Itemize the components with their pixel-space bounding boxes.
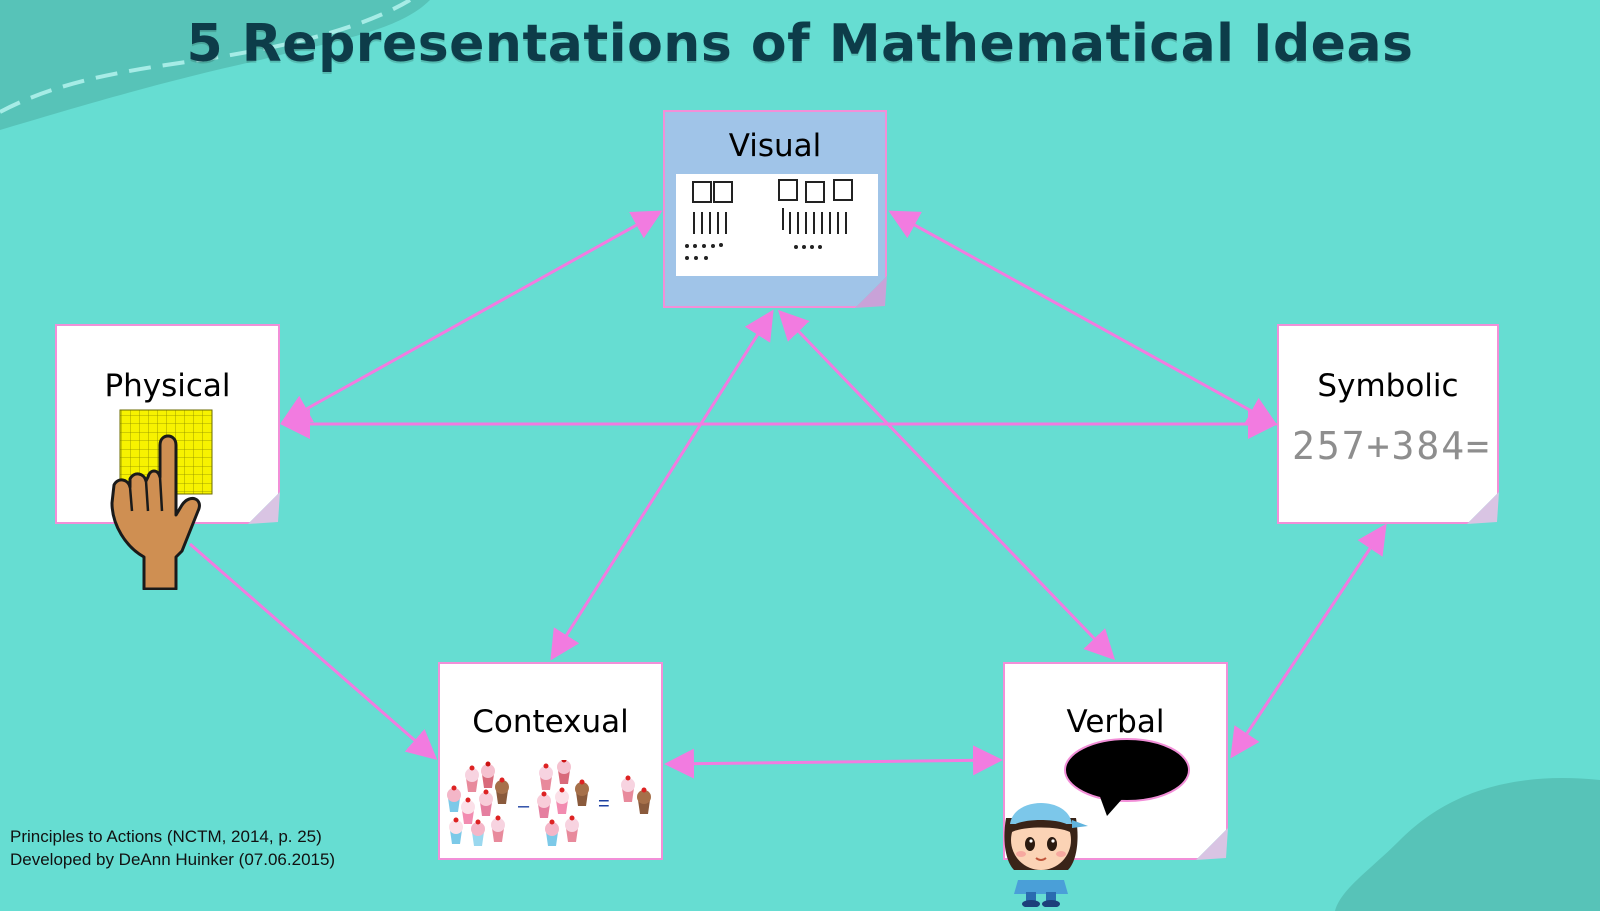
speech-bubble-icon (1064, 738, 1190, 816)
page-curl-icon (1467, 492, 1499, 524)
arrow-symbolic-verbal (1230, 523, 1387, 759)
verbal-card: Verbal (1003, 662, 1228, 860)
base-ten-sketch-image (676, 174, 878, 276)
visual-label: Visual (728, 128, 822, 164)
credits: Principles to Actions (NCTM, 2014, p. 25… (10, 825, 335, 871)
cupcake-group-left (447, 761, 509, 846)
cupcake-group-middle (537, 760, 589, 846)
symbolic-label: Symbolic (1317, 368, 1459, 404)
page-title: 5 Representations of Mathematical Ideas (186, 14, 1414, 74)
page-curl-icon (248, 492, 280, 524)
arrow-visual-symbolic (888, 210, 1278, 426)
cupcakes-subtraction-image: – = (447, 760, 651, 846)
cupcake-group-right (621, 775, 651, 814)
equals-sign: = (598, 793, 610, 815)
arrow-visual-verbal (777, 309, 1116, 661)
verbal-label: Verbal (1066, 704, 1165, 740)
page-curl-icon (855, 276, 887, 308)
contextual-card: Contexual – = (438, 662, 663, 860)
child-character-image (1004, 803, 1088, 907)
arrow-visual-physical (280, 210, 663, 424)
contextual-label: Contexual (472, 704, 629, 740)
arrow-contextual-verbal (664, 745, 1003, 779)
physical-label: Physical (104, 368, 231, 404)
symbolic-card: Symbolic 257+384= (1277, 324, 1499, 524)
base-ten-block-with-hand-image (110, 409, 213, 590)
credits-line-1: Principles to Actions (NCTM, 2014, p. 25… (10, 827, 322, 846)
arrow-visual-contextual (550, 309, 774, 661)
symbolic-expression: 257+384= (1291, 424, 1492, 468)
minus-sign: – (518, 795, 530, 817)
credits-line-2: Developed by DeAnn Huinker (07.06.2015) (10, 850, 336, 869)
page-curl-icon (1196, 828, 1228, 860)
arrow-physical-contextual (189, 542, 438, 760)
visual-card: Visual (663, 110, 887, 308)
